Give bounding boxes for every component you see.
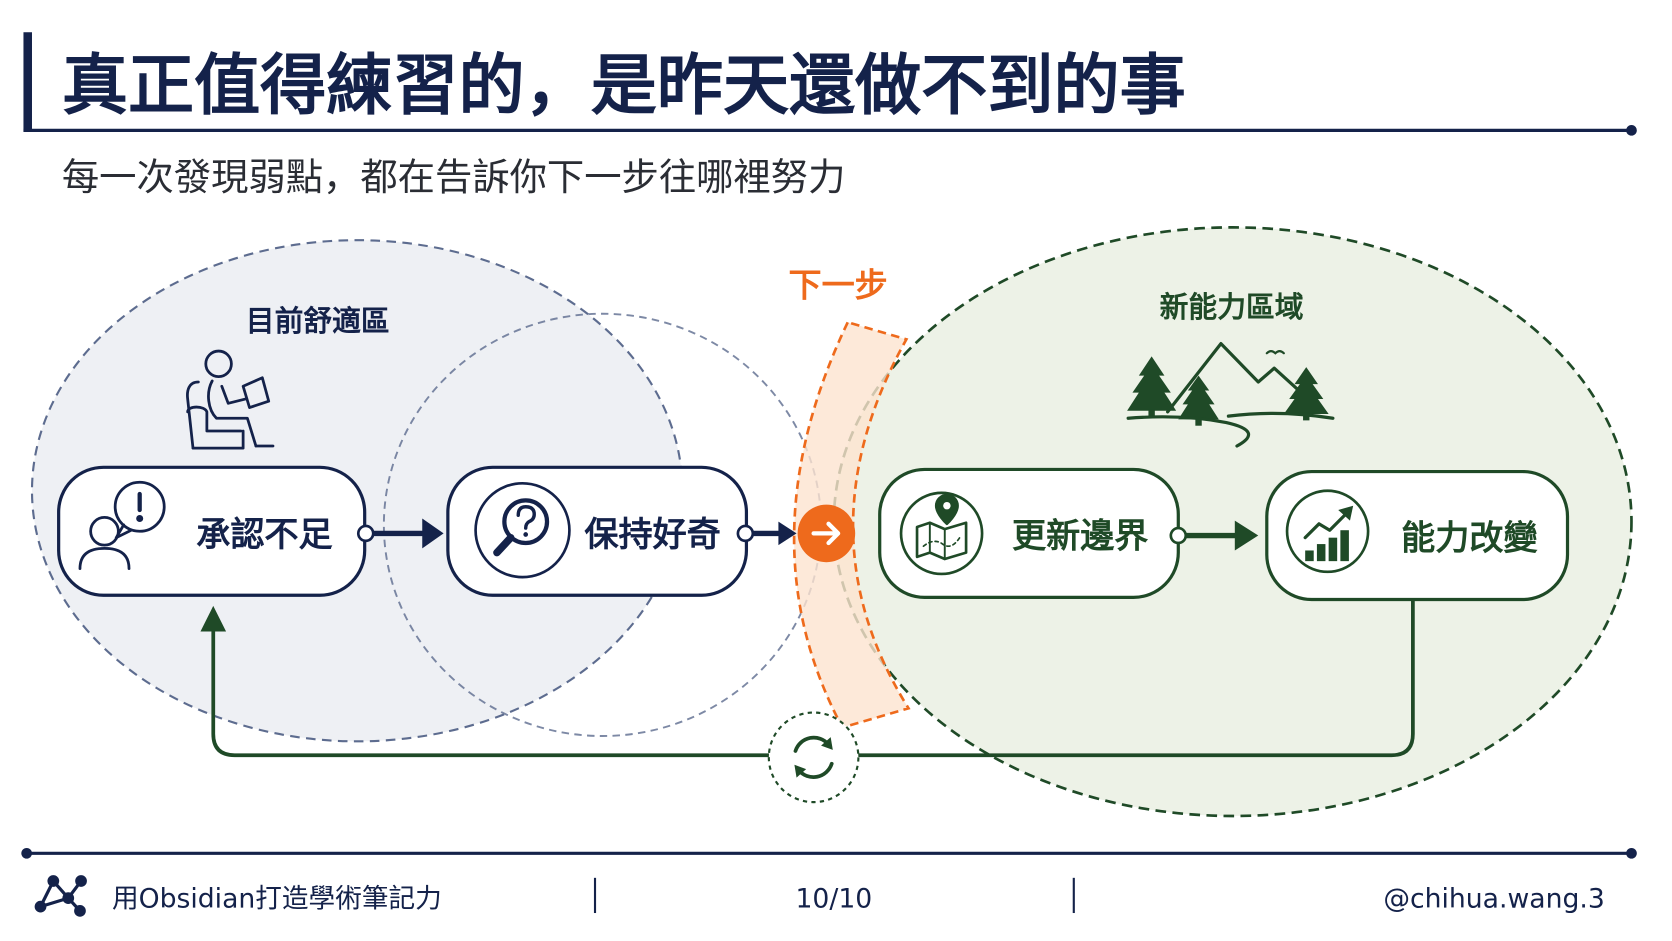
- cycle-arrows-icon: [767, 711, 860, 804]
- person-reading-icon: [186, 349, 275, 450]
- map-pin-icon: [899, 491, 984, 576]
- step-label: 承認不足: [196, 515, 332, 555]
- step-box: [1265, 469, 1570, 602]
- step-label: 更新邊界: [1012, 516, 1148, 556]
- step-ability-change: 能力改變: [1265, 469, 1570, 602]
- mountain-trees-icon: [1126, 342, 1335, 448]
- graph-nodes-icon: [34, 875, 87, 917]
- step-curiosity: 保持好奇: [446, 465, 749, 597]
- step-acknowledge: 承認不足: [57, 465, 367, 597]
- step-label: 能力改變: [1401, 518, 1537, 558]
- slide-subtitle: 每一次發現弱點，都在告訴你下一步往哪裡努力: [62, 155, 846, 199]
- comfort-zone-label: 目前舒適區: [246, 304, 390, 338]
- footer-rule-dot-right: [1626, 847, 1637, 859]
- feedback-loop: [200, 599, 1415, 804]
- author-handle: @chihua.wang.3: [1383, 884, 1604, 915]
- arrow-right-icon: [797, 504, 856, 563]
- connector-arrow: [736, 521, 797, 546]
- course-name: 用Obsidian打造學術筆記力: [112, 884, 442, 915]
- step-update-boundary: 更新邊界: [878, 467, 1180, 599]
- person-exclamation-icon: [78, 480, 166, 570]
- connector-arrow: [1169, 520, 1259, 551]
- next-step-label: 下一步: [789, 266, 888, 305]
- slide-title: 真正值得練習的，是昨天還做不到的事: [62, 47, 1186, 124]
- title-accent-bar: [23, 32, 32, 132]
- header-rule-dot: [1626, 125, 1637, 136]
- loop-arrowhead: [200, 605, 227, 632]
- header: 真正值得練習的，是昨天還做不到的事 每一次發現弱點，都在告訴你下一步往哪裡努力: [23, 32, 1637, 199]
- connector-arrow: [356, 518, 444, 549]
- magnifier-question-icon: [474, 481, 571, 579]
- step-label: 保持好奇: [584, 515, 720, 555]
- growth-chart-icon: [1285, 489, 1370, 574]
- footer-rule-dot-left: [21, 847, 32, 859]
- page-number: 10/10: [795, 884, 872, 915]
- footer: 用Obsidian打造學術筆記力 10/10 @chihua.wang.3: [21, 847, 1637, 917]
- new-ability-zone-label: 新能力區域: [1160, 290, 1304, 324]
